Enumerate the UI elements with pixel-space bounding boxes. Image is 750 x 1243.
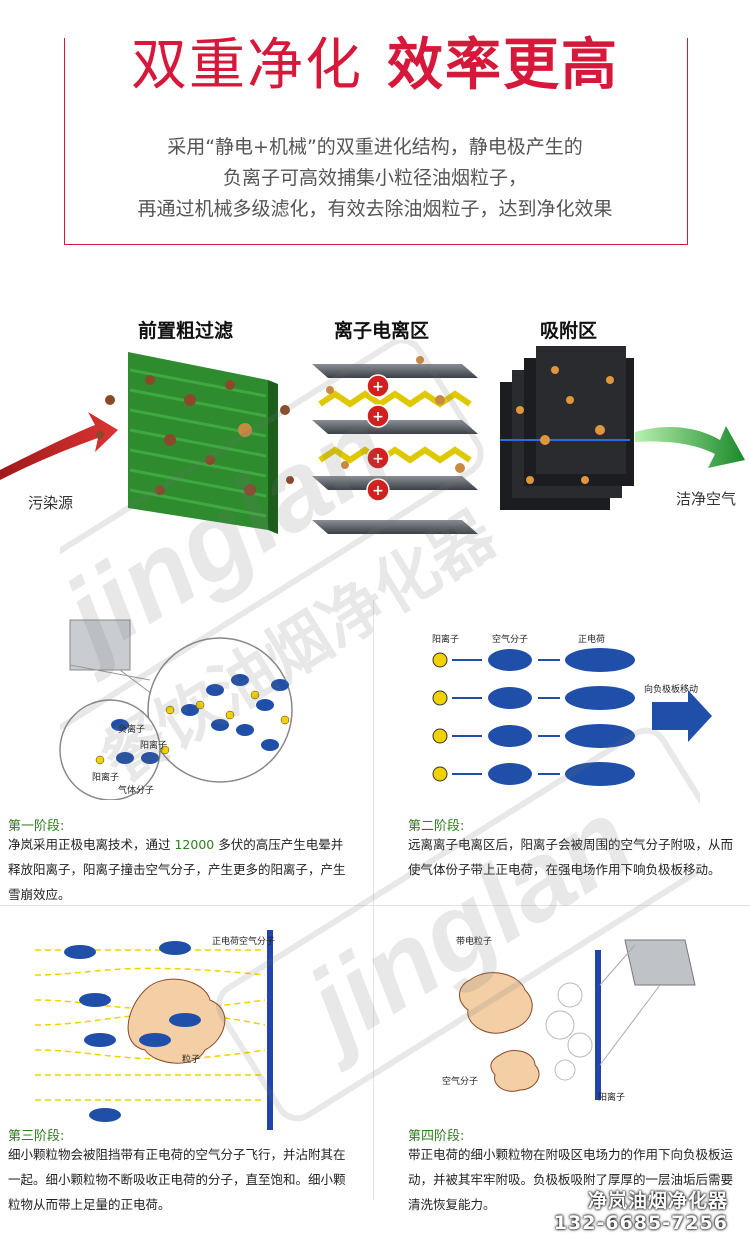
diagram-phase-2 (432, 648, 712, 787)
svg-text:+: + (372, 451, 384, 467)
diagram-phase-3 (35, 930, 273, 1130)
clean-air-arrow (635, 426, 745, 468)
phase-3-title: 第三阶段: (8, 1129, 65, 1144)
phase-1-text: 净岚采用正极电离技术，通过 12000 多伏的高压产生电晕并释放阳离子，阳离子撞… (8, 832, 353, 907)
move-arrow (652, 690, 712, 742)
svg-text:+: + (372, 483, 384, 499)
page-title: 双重净化效率更高 (70, 30, 680, 102)
intro-line-3: 再通过机械多级滤化，有效去除油烟粒子，达到净化效果 (137, 198, 613, 220)
d3-particle-label: 粒子 (182, 1055, 201, 1065)
d3-top-label: 正电荷空气分子 (212, 937, 276, 947)
d2-move-label: 向负极板移动 (644, 685, 699, 695)
purification-stages-illustration: + + + + (0, 346, 745, 534)
footer-phone: 132-6685-7256 (553, 1212, 728, 1234)
intro-line-2: 负离子可高效捕集小粒径油烟粒子， (222, 167, 527, 189)
stage-label-ionization: 离子电离区 (334, 320, 430, 342)
title-bold: 效率更高 (387, 33, 619, 98)
d1-pos-label: 阳离子 (140, 741, 168, 751)
d2-pos-label: 阳离子 (432, 635, 460, 645)
d2-charge-label: 正电荷 (578, 635, 606, 645)
phase-4-title: 第四阶段: (408, 1129, 465, 1144)
d2-air-label: 空气分子 (492, 635, 529, 645)
diagram-phase-4 (459, 939, 696, 1100)
ion-row (432, 648, 635, 672)
footer-brand-name: 净岚油烟净化器 (587, 1190, 728, 1212)
phase-1-pre: 净岚采用正极电离技术，通过 (8, 837, 175, 852)
phase-1-post: 多伏的高压产生电晕并释放阳离子，阳离子撞击空气分子，产生更多的阳离子，产生雪崩效… (8, 837, 346, 902)
stage-label-adsorption: 吸附区 (540, 320, 598, 342)
title-light: 双重净化 (131, 33, 363, 98)
header-frame (64, 38, 688, 245)
grid-divider-vertical (373, 600, 374, 1200)
diagram-phase-1 (59, 619, 293, 800)
d1-pos2-label: 阳离子 (92, 773, 120, 783)
d1-gas-label: 气体分子 (118, 786, 155, 796)
phase-3-text: 细小颗粒物会被阻挡带有正电荷的空气分子飞行，并沾附其在一起。细小颗粒物不断吸收正… (8, 1147, 346, 1212)
intro-line-1: 采用“静电+机械”的双重进化结构，静电极产生的 (167, 136, 583, 158)
pollution-source-label: 污染源 (28, 494, 74, 512)
clean-air-label: 洁净空气 (676, 490, 737, 508)
d4-charged-label: 带电粒子 (456, 937, 493, 947)
prefilter-panel (96, 352, 294, 534)
adsorption-plates (500, 346, 634, 510)
grid-divider-horizontal (0, 905, 750, 906)
pollution-arrow (0, 412, 118, 480)
phase-2-title: 第二阶段: (408, 819, 465, 834)
d1-neg-label: 负离子 (118, 725, 146, 735)
phase-4-text: 带正电荷的细小颗粒物在附吸区电场力的作用下向负极板运动，并被其牢牢附吸。负极板吸… (408, 1147, 734, 1212)
ionization-plates: + + + + (312, 356, 478, 534)
phase-2-text: 远离离子电离区后，阳离子会被周围的空气分子附吸，从而使气体份子带上正电荷，在强电… (408, 837, 734, 877)
phase-1-title: 第一阶段: (8, 819, 65, 834)
stage-label-prefilter: 前置粗过滤 (138, 320, 234, 342)
d4-pos-label: 阳离子 (598, 1093, 626, 1103)
svg-text:+: + (372, 379, 384, 395)
phase-1-voltage: 12000 (174, 837, 215, 852)
svg-text:+: + (372, 409, 384, 425)
d4-air-label: 空气分子 (442, 1077, 479, 1087)
